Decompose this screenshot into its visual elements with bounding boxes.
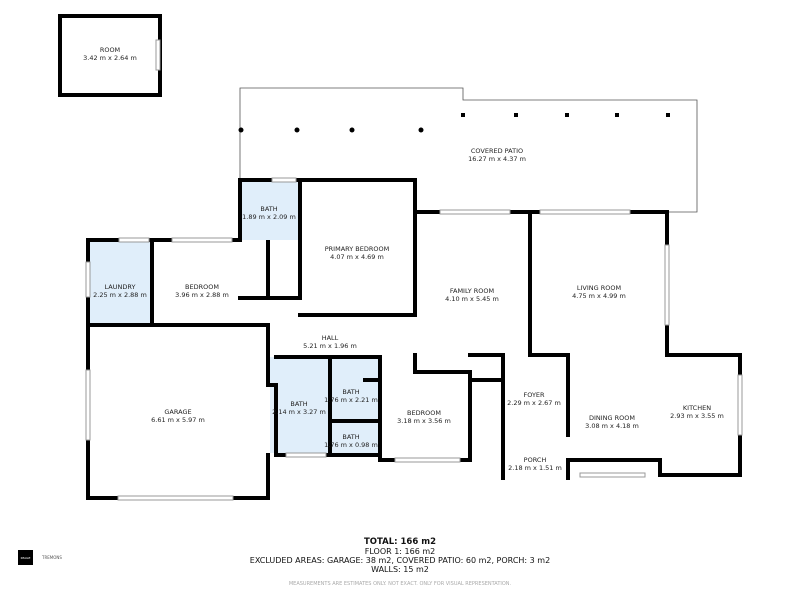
walls-area: WALLS: 15 m2 [371, 565, 429, 574]
total-area: TOTAL: 166 m2 [364, 537, 436, 547]
kitchen-size: 2.93 m x 3.55 m [670, 412, 724, 420]
bath2-name: BATH [290, 400, 307, 408]
laundry-name: LAUNDRY [105, 283, 136, 291]
primary-bedroom-name: PRIMARY BEDROOM [325, 245, 389, 253]
bath3-size: 1.76 m x 2.21 m [324, 396, 378, 404]
brand-name: TREMONS [42, 555, 62, 560]
brand-logo: IMAGE [18, 550, 33, 565]
patio-posts [238, 113, 670, 133]
bedroom2-name: BEDROOM [407, 409, 441, 417]
laundry-size: 2.25 m x 2.88 m [93, 291, 147, 299]
excluded-areas: EXCLUDED AREAS: GARAGE: 38 m2, COVERED P… [249, 556, 551, 565]
foyer-size: 2.29 m x 2.67 m [507, 399, 561, 407]
covered-patio-outline [239, 87, 698, 213]
hall-size: 5.21 m x 1.96 m [303, 342, 357, 350]
room-size: 3.42 m x 2.64 m [83, 54, 137, 62]
dining-room-size: 3.08 m x 4.18 m [585, 422, 639, 430]
bedroom1-size: 3.96 m x 2.88 m [175, 291, 229, 299]
living-room-name: LIVING ROOM [577, 284, 621, 292]
bath3-name: BATH [342, 388, 359, 396]
bath-primary-size: 1.89 m x 2.09 m [242, 213, 296, 221]
bath2-size: 2.14 m x 3.27 m [272, 408, 326, 416]
room-name: ROOM [100, 46, 120, 54]
primary-bedroom-size: 4.07 m x 4.69 m [330, 253, 384, 261]
bedroom1-name: BEDROOM [185, 283, 219, 291]
living-room-size: 4.75 m x 4.99 m [572, 292, 626, 300]
family-room-size: 4.10 m x 5.45 m [445, 295, 499, 303]
garage-name: GARAGE [164, 408, 191, 416]
bedroom2-size: 3.18 m x 3.56 m [397, 417, 451, 425]
walls [86, 178, 742, 500]
bath-fills [90, 182, 380, 453]
covered-patio-size: 16.27 m x 4.37 m [468, 155, 526, 163]
foyer-name: FOYER [523, 391, 545, 399]
dining-room-name: DINING ROOM [589, 414, 635, 422]
bath4-size: 1.76 m x 0.98 m [324, 441, 378, 449]
disclaimer: MEASUREMENTS ARE ESTIMATES ONLY. NOT EXA… [288, 581, 512, 587]
floor1-area: FLOOR 1: 166 m2 [364, 547, 436, 556]
porch-size: 2.18 m x 1.51 m [508, 464, 562, 472]
room-labels: ROOM 3.42 m x 2.64 m COVERED PATIO 16.27… [83, 46, 724, 472]
bath4-name: BATH [342, 433, 359, 441]
porch-name: PORCH [524, 456, 547, 464]
covered-patio-name: COVERED PATIO [471, 147, 523, 155]
windows [85, 39, 743, 501]
bath-primary-name: BATH [260, 205, 277, 213]
kitchen-name: KITCHEN [683, 404, 711, 412]
garage-size: 6.61 m x 5.97 m [151, 416, 205, 424]
hall-name: HALL [322, 334, 339, 342]
family-room-name: FAMILY ROOM [450, 287, 494, 295]
